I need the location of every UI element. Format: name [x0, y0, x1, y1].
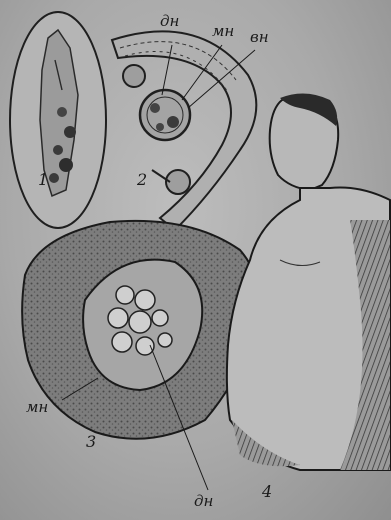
panel-4-patient-drawing — [227, 93, 390, 470]
panel-number-1: 1 — [38, 172, 48, 188]
panel2-label-dn: дн — [160, 14, 179, 29]
panel-number-2: 2 — [137, 172, 147, 188]
panel-3-organ-drawing — [22, 221, 260, 490]
panel3-label-dn: дн — [194, 494, 213, 509]
panel-number-3: 3 — [86, 434, 96, 450]
panel2-label-mn: мн — [212, 24, 234, 39]
panel-1-oval-drawing — [10, 12, 106, 228]
panel-2-tissue-drawing — [112, 31, 256, 230]
panel3-label-mn: мн — [26, 400, 48, 415]
panel-number-4: 4 — [262, 484, 272, 500]
panel2-label-vn: вн — [250, 30, 269, 45]
